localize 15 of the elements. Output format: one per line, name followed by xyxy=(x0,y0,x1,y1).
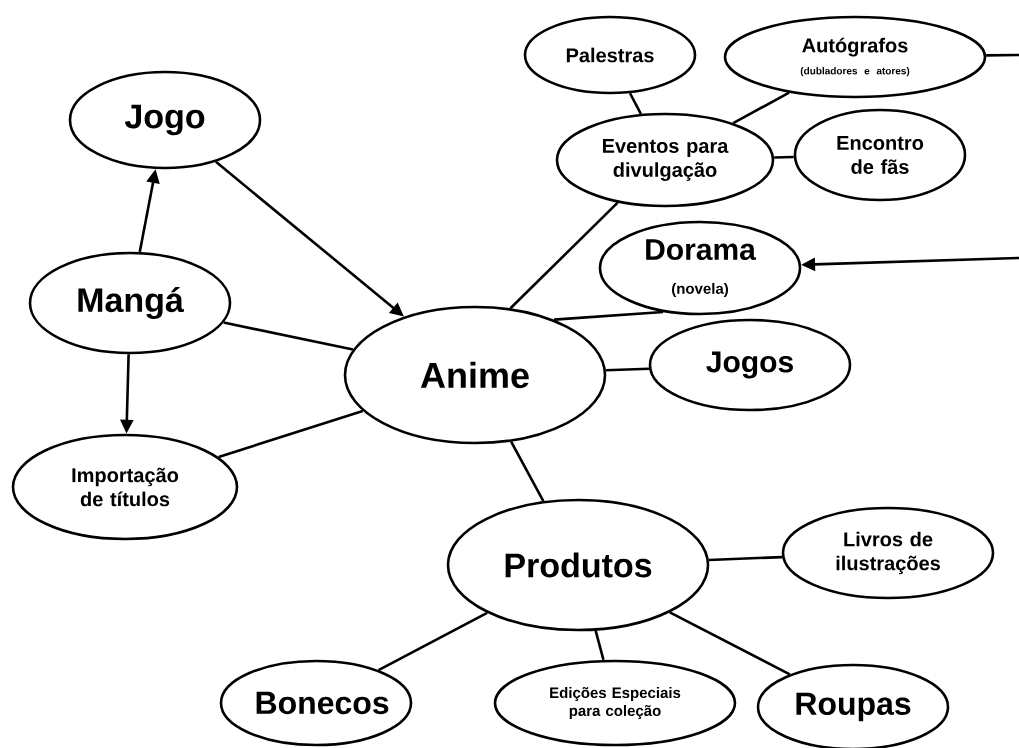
connector-line xyxy=(669,611,791,676)
connector-line xyxy=(628,92,642,115)
connector-line xyxy=(377,611,488,672)
connector-line xyxy=(509,201,619,310)
connector-line xyxy=(986,53,1019,57)
connector-line xyxy=(510,441,545,502)
connector-line xyxy=(594,630,605,661)
connector-line xyxy=(218,409,364,459)
connector-line xyxy=(605,367,650,372)
connector-line xyxy=(708,555,783,562)
connector-line xyxy=(215,160,404,317)
connector-line xyxy=(223,321,354,351)
connector-line xyxy=(553,310,664,321)
connector-line xyxy=(774,155,794,159)
connector-line xyxy=(732,91,790,125)
